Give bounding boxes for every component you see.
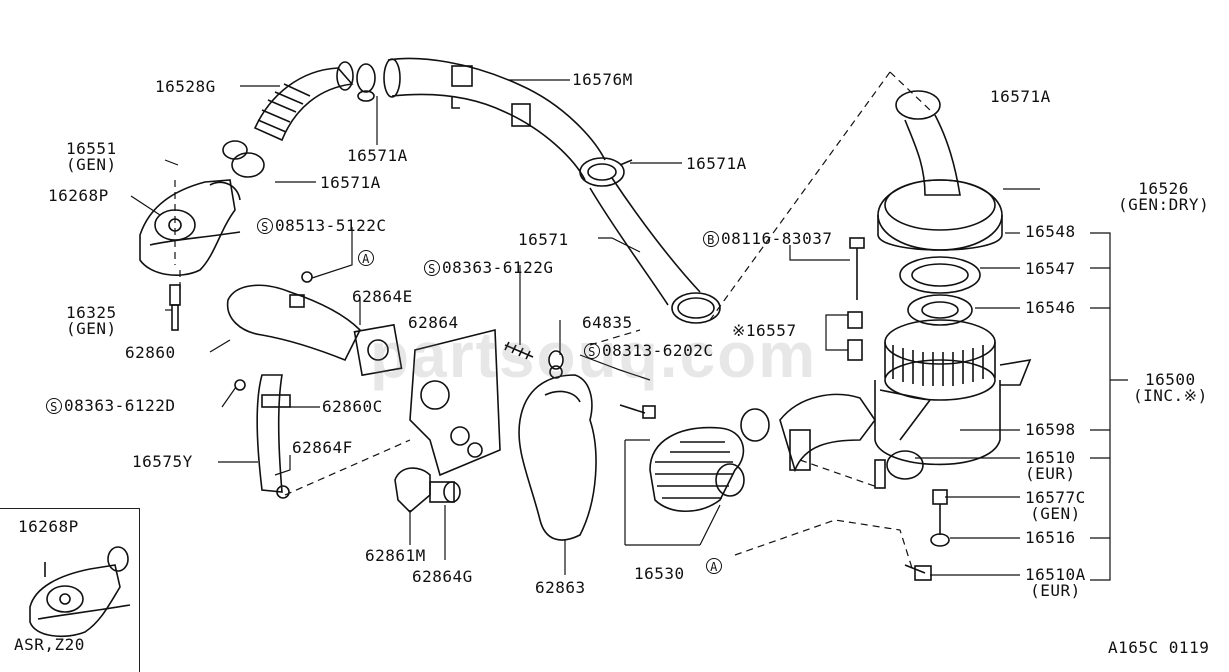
hose-16575Y [234,374,291,499]
label-16510A[interactable]: 16510A (EUR) [1025,567,1086,599]
ref-a-icon: A [706,558,722,574]
label-16510A-number: 16510A [1025,565,1086,584]
label-08116-number: 08116-83037 [721,229,833,248]
label-16551-note: (GEN) [66,155,117,174]
hose-16528G [253,61,376,142]
label-16557[interactable]: ※16557 [732,321,797,340]
bolt-08313 [619,404,656,419]
hose-16571 [589,177,721,324]
label-16510[interactable]: 16510 (EUR) [1025,450,1076,482]
label-64835[interactable]: 64835 [582,313,633,332]
label-16500-number: 16500 [1145,370,1196,389]
standard-part-s-icon: S [46,398,62,414]
label-16528G[interactable]: 16528G [155,77,216,96]
label-16516[interactable]: 16516 [1025,528,1076,547]
label-16526-number: 16526 [1138,179,1189,198]
label-16551[interactable]: 16551 (GEN) [66,141,117,173]
label-16598[interactable]: 16598 [1025,420,1076,439]
hose-16530 [649,408,770,512]
label-16325-number: 16325 [66,303,117,322]
inset-panel: 16268P ASR,Z20 [0,508,140,672]
label-16510-note: (EUR) [1025,464,1076,483]
label-16547[interactable]: 16547 [1025,259,1076,278]
label-16577C[interactable]: 16577C (GEN) [1025,490,1086,522]
standard-part-s-icon: S [257,218,273,234]
air-cleaner-16500 [779,90,1032,581]
label-62864F[interactable]: 62864F [292,438,353,457]
label-16571A-top[interactable]: 16571A [990,87,1051,106]
label-16571A-left[interactable]: 16571A [320,173,381,192]
label-62864E[interactable]: 62864E [352,287,413,306]
label-08363G-number: 08363-6122G [442,258,554,277]
label-16548[interactable]: 16548 [1025,222,1076,241]
duct-62860 [226,271,403,377]
label-16325-note: (GEN) [66,319,117,338]
label-62860[interactable]: 62860 [125,343,176,362]
clamp-16571A-pipe [579,157,633,187]
standard-part-s-icon: S [584,343,600,359]
label-16510-number: 16510 [1025,448,1076,467]
label-08513-number: 08513-5122C [275,216,387,235]
label-62860C[interactable]: 62860C [322,397,383,416]
shroud-62863 [518,365,597,541]
diagram-code: A165C 0119 [1108,638,1210,657]
label-16526[interactable]: 16526 (GEN:DRY) [1118,181,1209,213]
standard-part-s-icon: S [424,260,440,276]
label-62863[interactable]: 62863 [535,578,586,597]
standard-part-b-icon: B [703,231,719,247]
label-16577C-number: 16577C [1025,488,1086,507]
label-16325[interactable]: 16325 (GEN) [66,305,117,337]
label-16571A-mid[interactable]: 16571A [347,146,408,165]
label-16546[interactable]: 16546 [1025,298,1076,317]
label-16576M[interactable]: 16576M [572,70,633,89]
label-62864G[interactable]: 62864G [412,567,473,586]
pipe-16576M [383,57,606,181]
label-08363D-number: 08363-6122D [64,396,176,415]
label-16571[interactable]: 16571 [518,230,569,249]
label-16551-number: 16551 [66,139,117,158]
ref-mark-A-lower[interactable]: A [706,558,724,574]
inset-throttle-body-drawing [29,546,131,638]
throttle-body-16268P [139,140,265,276]
screw-64835 [504,341,564,370]
label-16577C-note: (GEN) [1030,504,1081,523]
inset-label-16268P[interactable]: 16268P [18,517,79,536]
label-08313-number: 08313-6202C [602,341,714,360]
label-16500-note: (INC.※) [1133,386,1208,405]
label-62861M[interactable]: 62861M [365,546,426,565]
ref-a-icon: A [358,250,374,266]
bracket-62864 [409,328,501,477]
leader-lines [130,79,1128,581]
label-16530[interactable]: 16530 [634,564,685,583]
dashed-lines [174,71,931,569]
ref-mark-A-upper[interactable]: A [358,250,376,266]
label-16575Y[interactable]: 16575Y [132,452,193,471]
label-16268P[interactable]: 16268P [48,186,109,205]
label-16500[interactable]: 16500 (INC.※) [1133,372,1208,404]
inset-caption: ASR,Z20 [14,635,85,654]
label-62864[interactable]: 62864 [408,313,459,332]
sensor-16325 [169,284,181,331]
label-16510A-note: (EUR) [1030,581,1081,600]
connector-62861M [394,467,461,514]
label-16526-note: (GEN:DRY) [1118,195,1210,214]
label-16571A-pipe[interactable]: 16571A [686,154,747,173]
